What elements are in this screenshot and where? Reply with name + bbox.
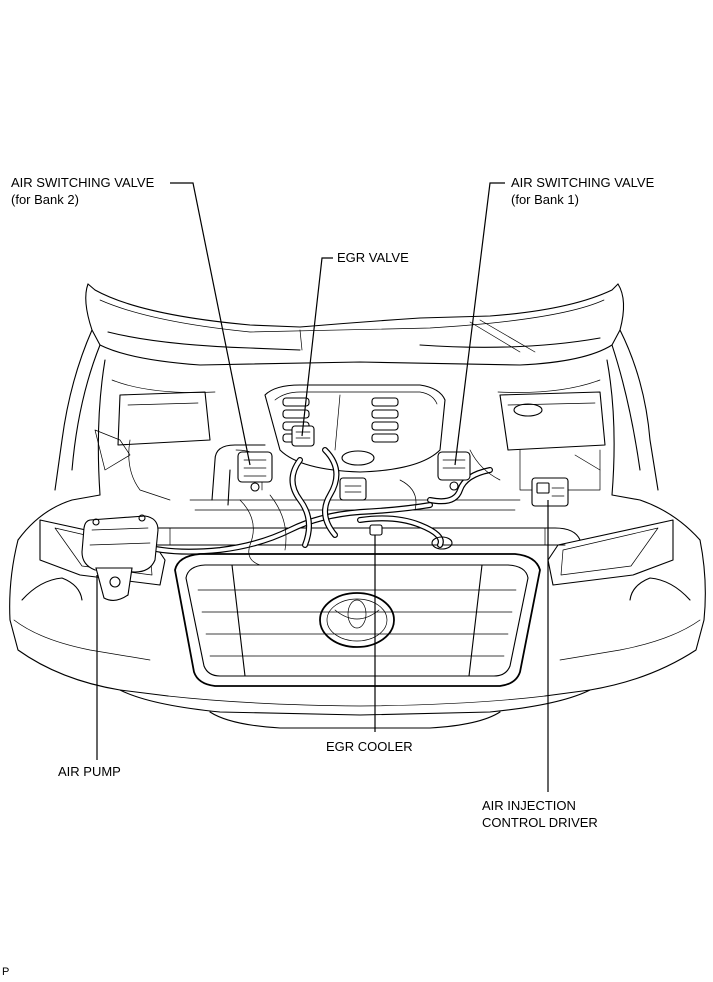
label-for-bank2: (for Bank 2)	[11, 192, 79, 207]
engine-bay	[94, 344, 615, 501]
label-for-bank1: (for Bank 1)	[511, 192, 579, 207]
radiator-support	[134, 499, 581, 546]
leader-egr-valve	[301, 257, 333, 437]
grille	[174, 553, 541, 687]
egr-cooler-part	[339, 477, 453, 550]
air-pump-part	[81, 514, 159, 601]
leader-air-switching-valve-bank2	[170, 182, 251, 466]
label-egr-cooler: EGR COOLER	[326, 739, 413, 754]
figure-code: P	[2, 966, 10, 978]
air-switching-valve-bank1-part	[437, 451, 471, 491]
label-air-injection-line2: CONTROL DRIVER	[482, 815, 598, 830]
label-egr-valve: EGR VALVE	[337, 250, 409, 265]
hood	[85, 283, 625, 353]
leader-air-switching-valve-bank1	[454, 182, 505, 466]
label-air-injection-line1: AIR INJECTION	[482, 798, 576, 813]
air-switching-valve-bank2-part	[237, 451, 273, 492]
hoses	[137, 447, 501, 566]
label-air-switching-valve-bank1-line1: AIR SWITCHING VALVE	[511, 175, 655, 190]
air-injection-control-driver-part	[531, 477, 569, 507]
leader-lines	[96, 182, 549, 792]
label-air-switching-valve-bank1: AIR SWITCHING VALVE (for Bank 1)	[511, 174, 654, 208]
label-air-injection-control-driver: AIR INJECTION CONTROL DRIVER	[482, 797, 598, 831]
label-air-switching-valve-bank2-line1: AIR SWITCHING VALVE	[11, 175, 155, 190]
car-body	[9, 329, 706, 729]
label-air-switching-valve-bank2: AIR SWITCHING VALVE (for Bank 2)	[11, 174, 154, 208]
label-air-pump: AIR PUMP	[58, 764, 121, 779]
